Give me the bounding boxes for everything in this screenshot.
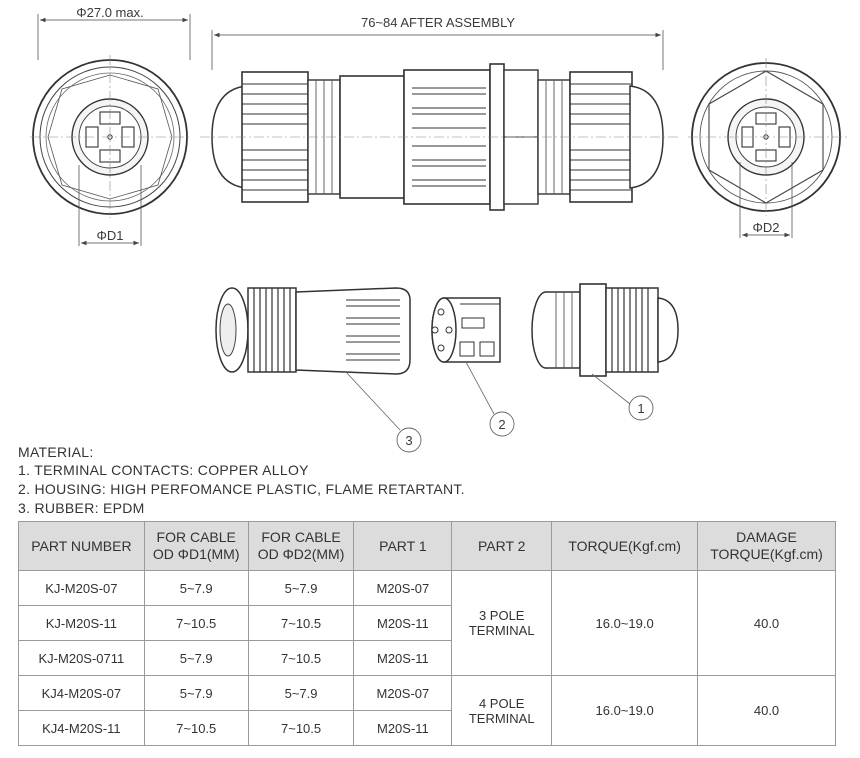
- material-item-1: 1. TERMINAL CONTACTS: COPPER ALLOY: [18, 462, 309, 478]
- cell-torque: 16.0~19.0: [551, 675, 699, 746]
- material-heading: MATERIAL:: [18, 444, 94, 460]
- table-row: KJ-M20S-11 7~10.5 7~10.5 M20S-11: [18, 605, 836, 641]
- side-view-assembled: 76~84 AFTER ASSEMBLY: [200, 15, 680, 211]
- dim-phi-d2: ΦD2: [753, 220, 780, 235]
- cell-part-1: M20S-11: [353, 640, 453, 676]
- cell-part-1: M20S-11: [353, 710, 453, 746]
- cell-damage-torque: 40.0: [697, 675, 836, 746]
- cell-part-number: KJ-M20S-0711: [18, 640, 145, 676]
- cell-part-1: M20S-07: [353, 675, 453, 711]
- cell-od-d2: 7~10.5: [247, 640, 355, 676]
- material-item-3: 3. RUBBER: EPDM: [18, 500, 145, 516]
- part-1-receptacle: [531, 283, 679, 377]
- callout-1: 1: [637, 401, 644, 416]
- cell-od-d1: 7~10.5: [143, 605, 249, 641]
- callout-3: 3: [405, 433, 412, 448]
- exploded-view: 1 2 3: [215, 283, 679, 453]
- callout-2: 2: [498, 417, 505, 432]
- cell-od-d1: 5~7.9: [143, 640, 249, 676]
- header-part-number: PART NUMBER: [18, 521, 145, 571]
- dim-assembly-length: 76~84 AFTER ASSEMBLY: [361, 15, 515, 30]
- cell-part-1: M20S-07: [353, 570, 453, 606]
- header-part-2: PART 2: [451, 521, 553, 571]
- cell-od-d1: 5~7.9: [143, 570, 249, 606]
- table-row: KJ-M20S-0711 5~7.9 7~10.5 M20S-11: [18, 640, 836, 676]
- dim-phi-d1: ΦD1: [97, 228, 124, 243]
- cell-od-d1: 5~7.9: [143, 675, 249, 711]
- table-row: KJ4-M20S-11 7~10.5 7~10.5 M20S-11: [18, 710, 836, 746]
- cell-part-number: KJ-M20S-11: [18, 605, 145, 641]
- cell-damage-torque: 40.0: [697, 570, 836, 676]
- cell-part-number: KJ-M20S-07: [18, 570, 145, 606]
- cell-od-d2: 5~7.9: [247, 570, 355, 606]
- cell-part-1: M20S-11: [353, 605, 453, 641]
- part-3-housing: [215, 287, 411, 375]
- cell-od-d2: 7~10.5: [247, 710, 355, 746]
- cell-od-d1: 7~10.5: [143, 710, 249, 746]
- left-end-view: Φ27.0 max. ΦD1: [30, 5, 191, 246]
- cell-part-number: KJ4-M20S-11: [18, 710, 145, 746]
- material-item-2: 2. HOUSING: HIGH PERFOMANCE PLASTIC, FLA…: [18, 481, 465, 497]
- dim-phi-max: Φ27.0 max.: [76, 5, 143, 20]
- technical-drawing: Φ27.0 max. ΦD1 76~84 AFTER ASSEMBLY: [30, 5, 848, 453]
- header-part-1: PART 1: [353, 521, 453, 571]
- header-torque: TORQUE(Kgf.cm): [551, 521, 699, 571]
- cell-od-d2: 7~10.5: [247, 605, 355, 641]
- cell-od-d2: 5~7.9: [247, 675, 355, 711]
- cell-part-number: KJ4-M20S-07: [18, 675, 145, 711]
- right-end-view: ΦD2: [688, 58, 848, 238]
- part-2-insert: [431, 297, 501, 363]
- cell-torque: 16.0~19.0: [551, 570, 699, 676]
